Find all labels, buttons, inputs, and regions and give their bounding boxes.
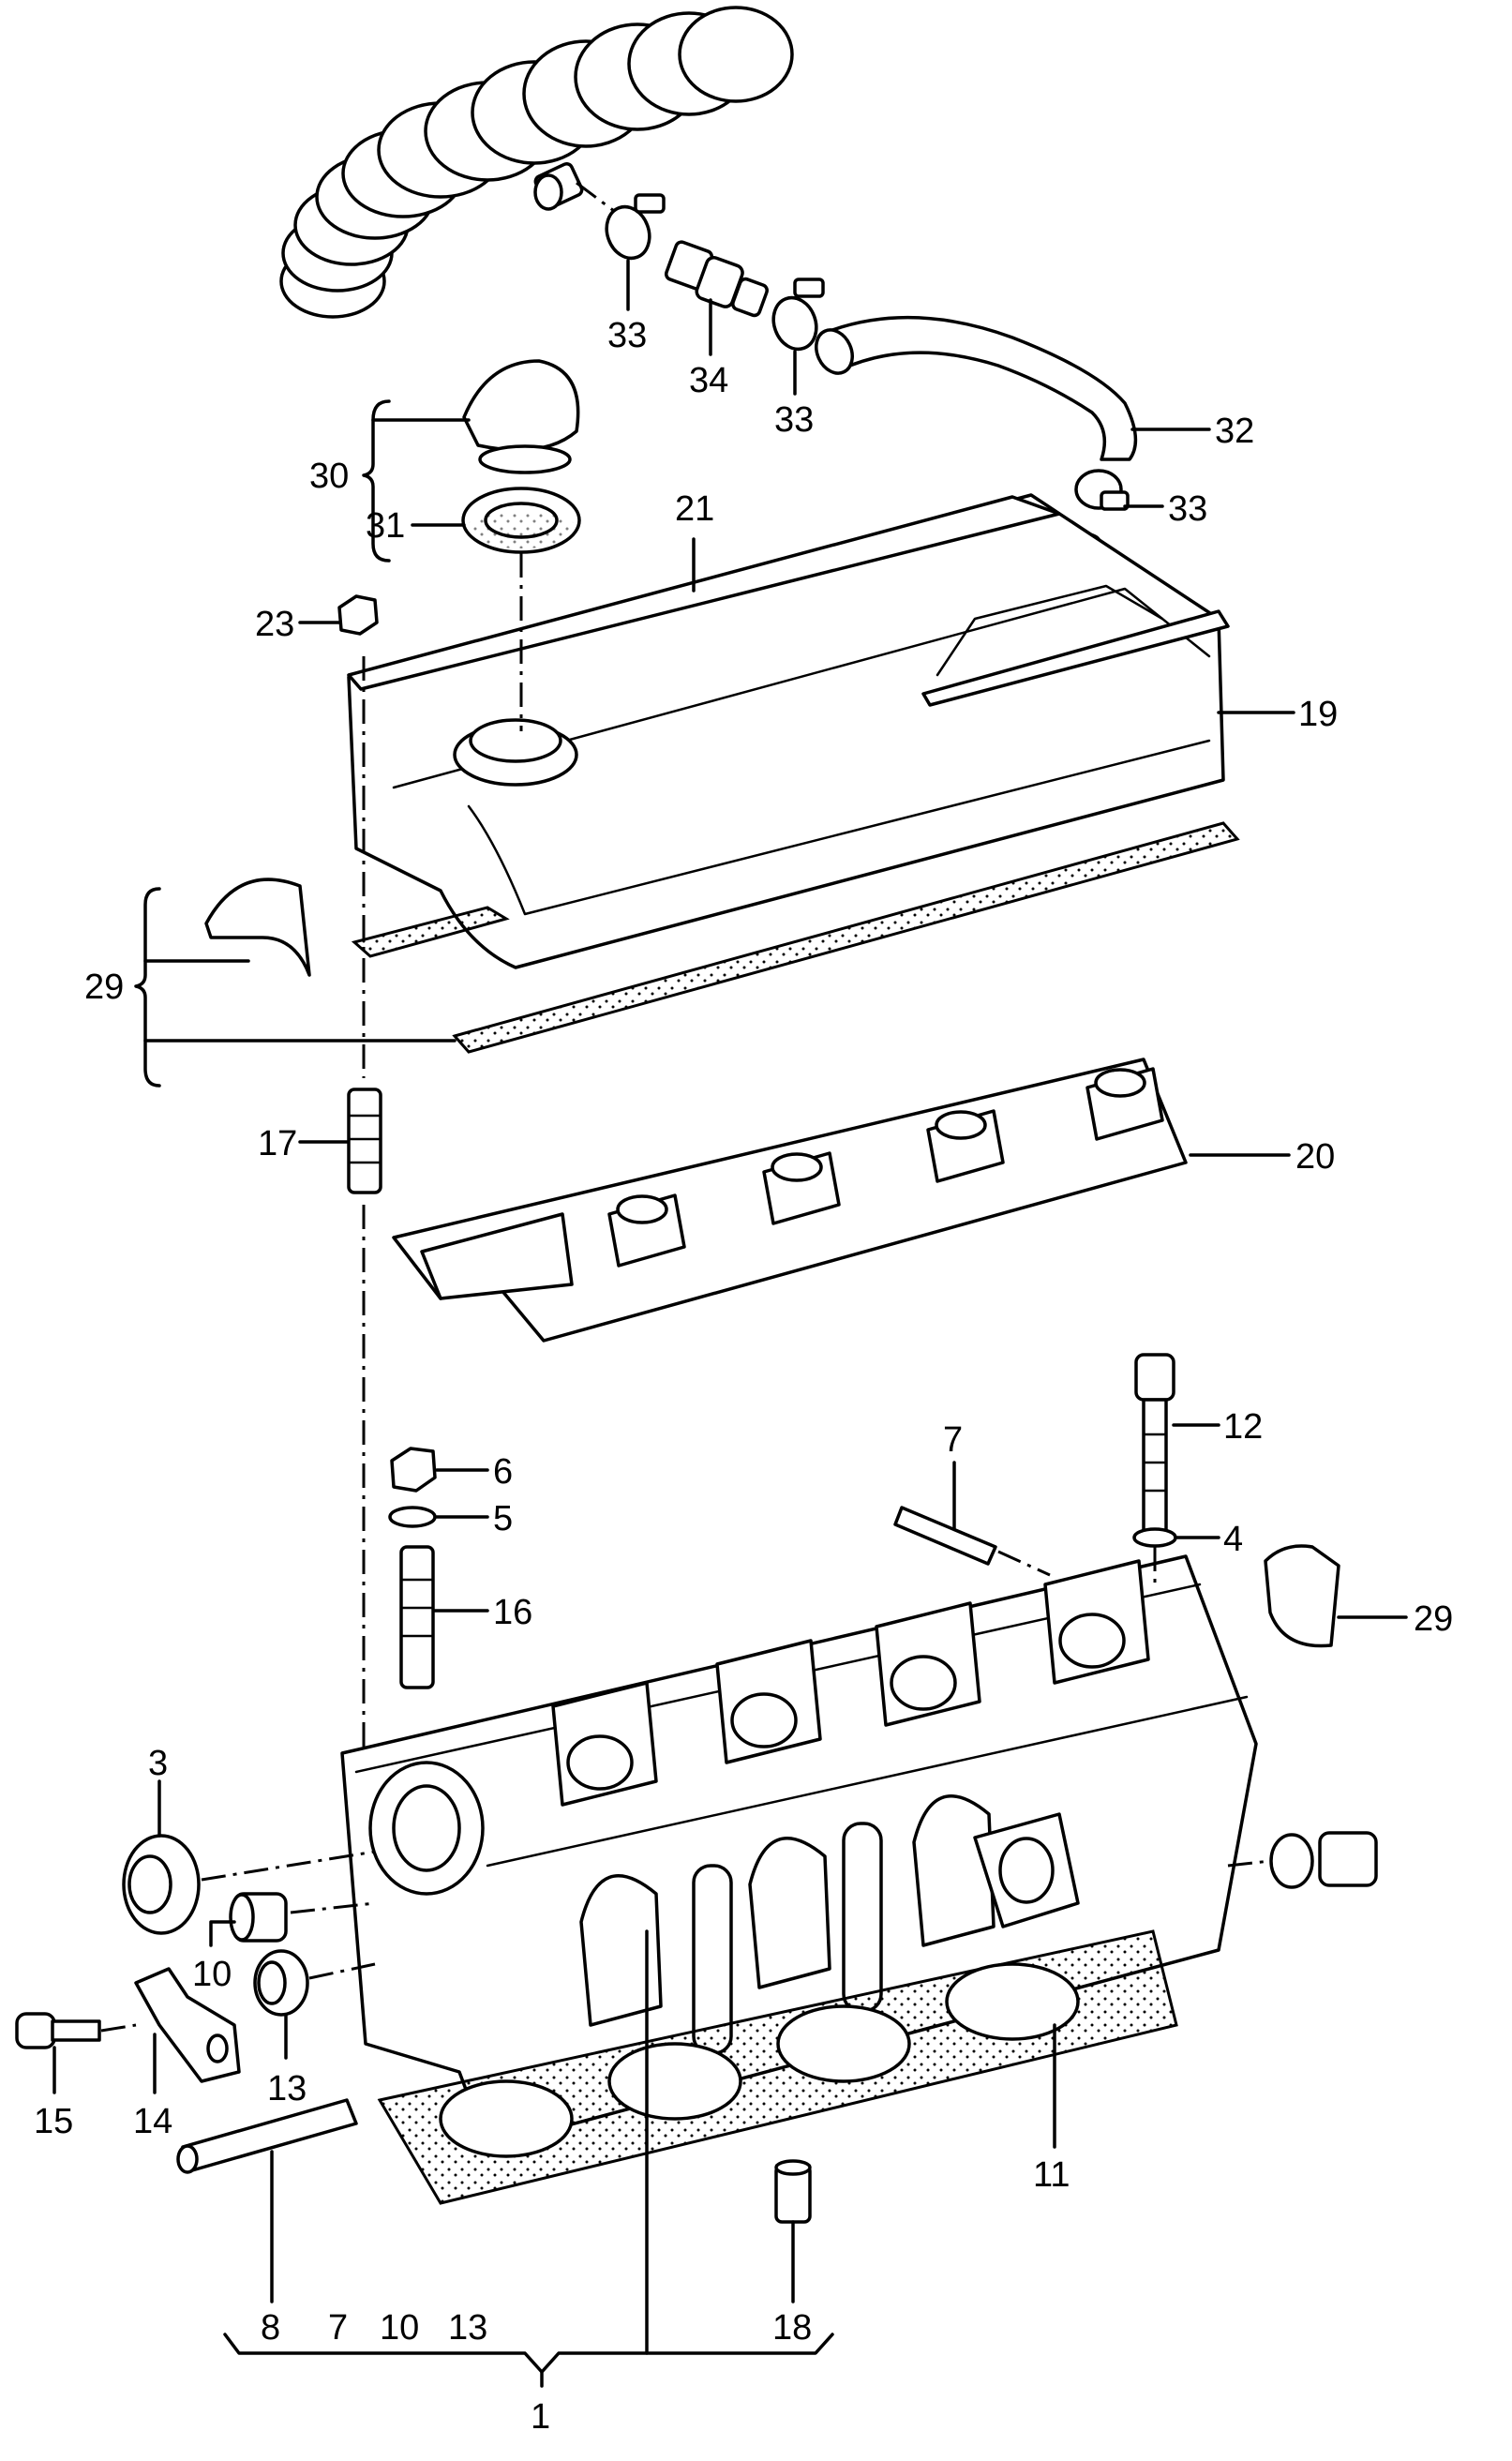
half-moon-seal-right xyxy=(1264,1544,1340,1648)
callout-15: 15 xyxy=(34,2102,73,2141)
cup-plug-13 xyxy=(253,1949,309,2017)
callout-12: 12 xyxy=(1223,1407,1263,1447)
cover-upper-gasket xyxy=(347,495,1230,707)
cover-stud xyxy=(347,1088,382,1194)
leader-lines xyxy=(52,259,1408,2388)
intake-bellows-hose xyxy=(279,6,794,319)
callout-18: 18 xyxy=(772,2308,812,2348)
hose-clamp-right xyxy=(1074,469,1130,511)
bolt-12 xyxy=(1134,1353,1175,1533)
callout-32: 32 xyxy=(1215,412,1254,451)
oil-baffle-plate xyxy=(392,1058,1188,1343)
callout-7-top: 7 xyxy=(943,1420,963,1460)
callout-33-middle: 33 xyxy=(774,400,814,440)
lifting-bracket xyxy=(134,1967,241,2083)
callout-33-right: 33 xyxy=(1168,489,1207,529)
sealing-plug xyxy=(1269,1831,1378,1889)
long-stud-8 xyxy=(176,2098,358,2174)
camshaft-seal xyxy=(122,1834,201,1935)
callout-13-left: 13 xyxy=(267,2069,307,2108)
stud-7-top xyxy=(893,1506,997,1566)
callout-13-bottom: 13 xyxy=(448,2308,487,2348)
callout-23: 23 xyxy=(255,605,294,644)
breather-valve xyxy=(664,240,769,318)
callout-10-bottom: 10 xyxy=(380,2308,419,2348)
callout-10-left: 10 xyxy=(192,1955,232,1994)
hex-nut xyxy=(337,594,379,636)
callout-29-right: 29 xyxy=(1414,1599,1453,1639)
washer-4 xyxy=(1132,1527,1177,1548)
callout-5: 5 xyxy=(493,1499,513,1538)
bracket-bolt xyxy=(15,2012,101,2049)
callout-14: 14 xyxy=(133,2102,172,2141)
callout-labels: 33 34 33 32 33 21 30 31 23 19 29 17 20 6… xyxy=(34,316,1453,2437)
callout-31: 31 xyxy=(366,506,405,546)
hose-clamp-middle xyxy=(771,278,825,352)
callout-29-left: 29 xyxy=(84,968,124,1007)
callout-7-bottom: 7 xyxy=(328,2308,348,2348)
head-gasket xyxy=(377,1929,1178,2205)
callout-16: 16 xyxy=(493,1593,532,1632)
dowel-sleeve xyxy=(774,2159,812,2224)
callout-8: 8 xyxy=(261,2308,280,2348)
callout-6: 6 xyxy=(493,1452,513,1492)
callout-4: 4 xyxy=(1223,1520,1243,1559)
callout-33-left: 33 xyxy=(607,316,647,355)
half-moon-seal-left xyxy=(204,878,311,977)
oil-filler-cap xyxy=(462,359,580,474)
filler-cap-seal xyxy=(461,487,581,554)
cover-lower-gasket xyxy=(351,821,1240,1054)
callout-34: 34 xyxy=(689,361,728,400)
callout-30: 30 xyxy=(309,457,349,496)
assembly-axis-lines xyxy=(100,181,1271,2033)
callout-3: 3 xyxy=(148,1744,168,1783)
cup-plug-10 xyxy=(229,1892,288,1943)
hose-clamp-left xyxy=(605,193,666,261)
callout-19: 19 xyxy=(1298,695,1338,734)
stud-16 xyxy=(399,1545,435,1689)
callout-17: 17 xyxy=(258,1124,297,1163)
breather-hose xyxy=(815,315,1138,461)
stud-nut-6 xyxy=(390,1447,437,1493)
washer-5 xyxy=(388,1506,437,1528)
callout-21: 21 xyxy=(675,489,714,529)
hose-connector-stub xyxy=(533,162,584,211)
callout-20: 20 xyxy=(1295,1137,1335,1177)
callout-11: 11 xyxy=(1033,2155,1070,2195)
callout-1: 1 xyxy=(531,2397,550,2437)
